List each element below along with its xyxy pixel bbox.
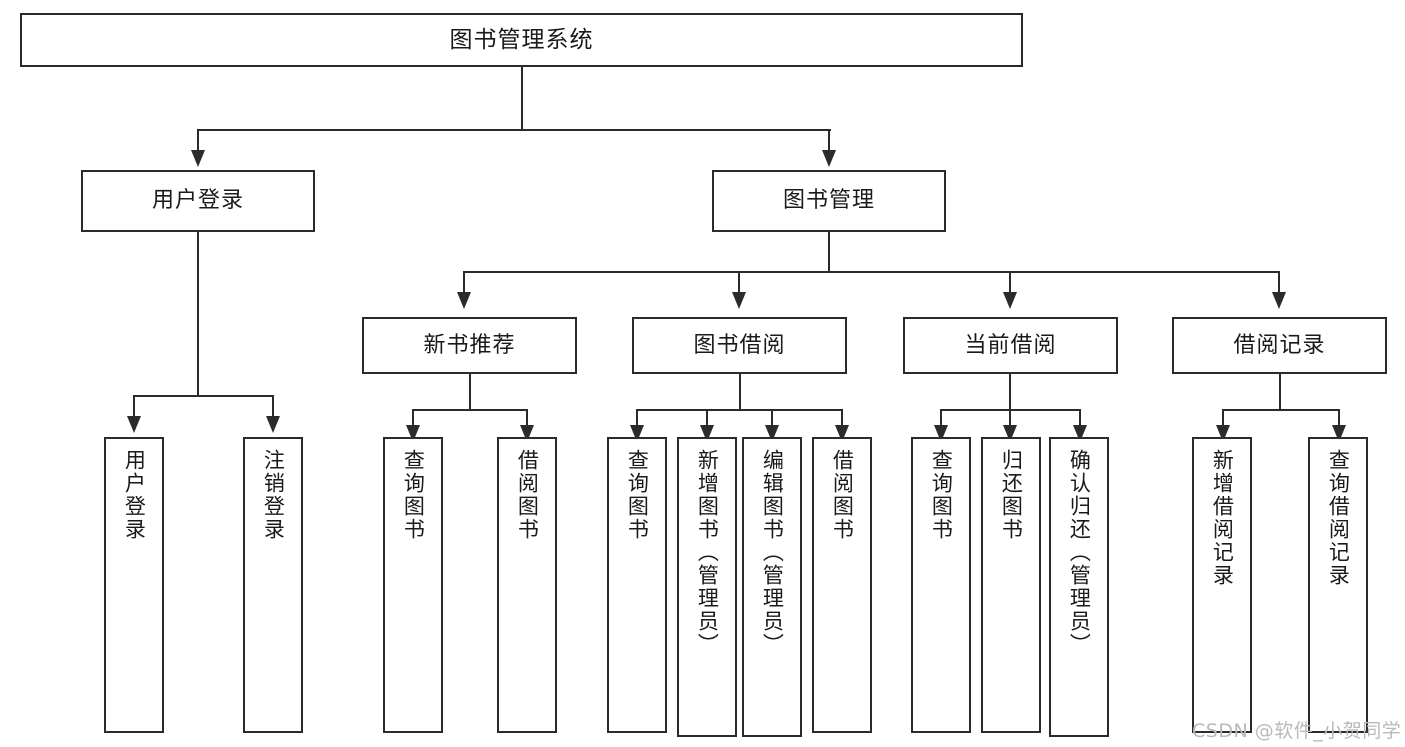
arrow-user-login xyxy=(191,150,205,167)
leaf-label: 编辑图书（管理员） xyxy=(760,449,785,656)
edge-drop-current-borrow xyxy=(1009,271,1011,293)
node-label: 当前借阅 xyxy=(964,332,1057,358)
edge-drop-cb-confirm xyxy=(1079,409,1081,428)
arrow-book-borrow xyxy=(732,292,746,309)
arrow-book-manage xyxy=(822,150,836,167)
leaf-label: 注销登录 xyxy=(261,449,286,541)
edge-drop-book-borrow xyxy=(738,271,740,293)
arrow-leaf-logout xyxy=(266,416,280,433)
edge-borrow-record-stem xyxy=(1279,374,1281,410)
node-book-management[interactable]: 图书管理 xyxy=(712,170,946,232)
leaf-label: 查询图书 xyxy=(625,449,650,541)
leaf-nb-query-book[interactable]: 查询图书 xyxy=(383,437,443,733)
node-new-book-recommend[interactable]: 新书推荐 xyxy=(362,317,577,374)
leaf-label: 归还图书 xyxy=(999,449,1024,541)
node-book-borrow[interactable]: 图书借阅 xyxy=(632,317,847,374)
leaf-label: 借阅图书 xyxy=(515,449,540,541)
node-current-borrow[interactable]: 当前借阅 xyxy=(903,317,1118,374)
edge-current-borrow-bus xyxy=(941,409,1081,411)
node-label: 用户登录 xyxy=(151,188,244,214)
leaf-label: 确认归还（管理员） xyxy=(1067,449,1092,656)
arrow-new-book xyxy=(457,292,471,309)
node-label: 图书管理系统 xyxy=(449,26,594,53)
edge-book-borrow-bus xyxy=(637,409,842,411)
edge-drop-borrow-record xyxy=(1278,271,1280,293)
watermark-text: CSDN @软件_小贺同学 xyxy=(1192,720,1402,742)
leaf-br-query-record[interactable]: 查询借阅记录 xyxy=(1308,437,1368,733)
edge-drop-bb-query xyxy=(636,409,638,428)
edge-level2-bus xyxy=(198,129,831,131)
leaf-bb-edit-book[interactable]: 编辑图书（管理员） xyxy=(742,437,802,737)
edge-borrow-record-bus xyxy=(1223,409,1339,411)
leaf-label: 借阅图书 xyxy=(830,449,855,541)
edge-book-borrow-stem xyxy=(739,374,741,410)
arrow-leaf-user-login xyxy=(127,416,141,433)
leaf-user-login[interactable]: 用户登录 xyxy=(104,437,164,733)
leaf-cb-query-book[interactable]: 查询图书 xyxy=(911,437,971,733)
arrow-current-borrow xyxy=(1003,292,1017,309)
edge-drop-bb-borrow xyxy=(841,409,843,428)
leaf-logout[interactable]: 注销登录 xyxy=(243,437,303,733)
leaf-cb-confirm-return[interactable]: 确认归还（管理员） xyxy=(1049,437,1109,737)
edge-level3-bus xyxy=(464,271,1280,273)
node-borrow-record[interactable]: 借阅记录 xyxy=(1172,317,1387,374)
edge-drop-bb-edit xyxy=(771,409,773,428)
edge-drop-user-login xyxy=(197,129,199,151)
node-label: 新书推荐 xyxy=(423,332,516,358)
edge-new-book-bus xyxy=(413,409,527,411)
leaf-label: 新增图书（管理员） xyxy=(695,449,720,656)
leaf-nb-borrow-book[interactable]: 借阅图书 xyxy=(497,437,557,733)
edge-new-book-stem xyxy=(469,374,471,410)
edge-user-login-bus xyxy=(134,395,274,397)
leaf-bb-borrow-book[interactable]: 借阅图书 xyxy=(812,437,872,733)
leaf-label: 新增借阅记录 xyxy=(1210,449,1235,587)
edge-book-manage-stem xyxy=(828,232,830,272)
leaf-cb-return-book[interactable]: 归还图书 xyxy=(981,437,1041,733)
leaf-br-add-record[interactable]: 新增借阅记录 xyxy=(1192,437,1252,733)
leaf-label: 查询图书 xyxy=(929,449,954,541)
node-label: 借阅记录 xyxy=(1233,332,1326,358)
edge-current-borrow-stem xyxy=(1009,374,1011,410)
node-label: 图书管理 xyxy=(782,188,875,214)
arrow-borrow-record xyxy=(1272,292,1286,309)
edge-drop-new-book xyxy=(463,271,465,293)
edge-drop-cb-return xyxy=(1009,409,1011,428)
edge-user-login-stem xyxy=(197,232,199,396)
edge-root-stem xyxy=(521,67,523,130)
edge-drop-nb-borrow xyxy=(526,409,528,428)
leaf-bb-add-book[interactable]: 新增图书（管理员） xyxy=(677,437,737,737)
leaf-label: 查询图书 xyxy=(401,449,426,541)
leaf-label: 用户登录 xyxy=(122,449,147,541)
edge-drop-leaf-logout xyxy=(272,395,274,417)
leaf-bb-query-book[interactable]: 查询图书 xyxy=(607,437,667,733)
node-root-system[interactable]: 图书管理系统 xyxy=(20,13,1023,67)
edge-drop-book-manage xyxy=(828,129,830,151)
edge-drop-br-query xyxy=(1338,409,1340,428)
leaf-label: 查询借阅记录 xyxy=(1326,449,1351,587)
node-label: 图书借阅 xyxy=(693,332,786,358)
node-user-login[interactable]: 用户登录 xyxy=(81,170,315,232)
edge-drop-bb-add xyxy=(706,409,708,428)
edge-drop-br-add xyxy=(1222,409,1224,428)
edge-drop-cb-query xyxy=(940,409,942,428)
edge-drop-leaf-user-login xyxy=(133,395,135,417)
edge-drop-nb-query xyxy=(412,409,414,428)
